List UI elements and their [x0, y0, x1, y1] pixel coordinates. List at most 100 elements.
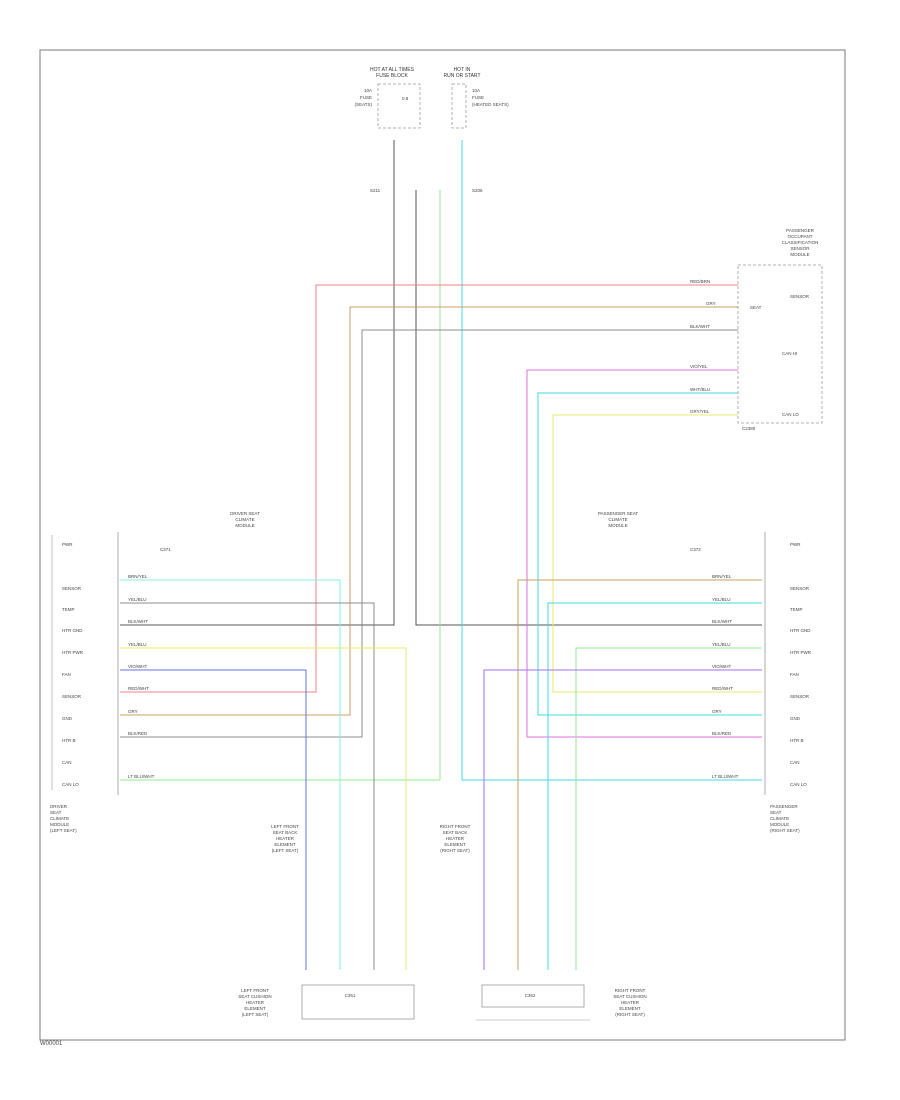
right-seat-line-4: ELEMENT [619, 1006, 641, 1011]
wire-group-occupant [120, 284, 762, 738]
left-wire-label-4: YEL/BLU [128, 642, 147, 647]
occupant-pin-2: SEAT [750, 305, 762, 310]
right-wire-labels: BRN/YEL YEL/BLU BLK/WHT YEL/BLU VIO/WHT … [712, 574, 739, 779]
occupant-title-4: SENSOR [790, 246, 810, 251]
right-seat-element: C352 RIGHT FRONT SEAT CUSHION HEATER ELE… [476, 984, 647, 1021]
occupant-conn: C2380 [742, 426, 756, 431]
right-wire-label-5: VIO/WHT [712, 664, 731, 669]
left-seat-element: C351 LEFT FRONT SEAT CUSHION HEATER ELEM… [238, 984, 415, 1020]
passenger-bottom-3: CLIMATE [770, 816, 789, 821]
hot-fuse-box: HOT AT ALL TIMES FUSE BLOCK 10A FUSE (SE… [355, 67, 421, 129]
left-wire-label-8: BLK/RED [128, 731, 148, 736]
wire-cyan-right [547, 602, 762, 970]
right-seat-box-label: C352 [525, 993, 536, 998]
driver-module: DRIVER SEAT CLIMATE MODULE PWR SENSOR TE… [50, 511, 260, 833]
hot-fuse-title-2: FUSE BLOCK [376, 73, 408, 79]
occ-wire-label-1: RED/BRN [690, 279, 710, 284]
left-wire-label-6: RED/WHT [128, 686, 149, 691]
hot-run-box: HOT IN RUN OR START 10A FUSE (HEATED SEA… [443, 67, 509, 129]
driver-side-5: HTR PWR [62, 650, 84, 655]
passenger-side-2: SENSOR [790, 586, 810, 591]
driver-side-8: GND [62, 716, 73, 721]
hot-run-detail-2: FUSE [472, 95, 484, 100]
left-wire-label-9: LT BLU/WHT [128, 774, 155, 779]
left-wire-label-2: YEL/BLU [128, 597, 147, 602]
wire-group-left-seat [120, 579, 407, 970]
occ-wire-label-6: GRY/YEL [690, 409, 710, 414]
wire-red [120, 284, 738, 693]
left-seat-line-1: LEFT FRONT [241, 988, 269, 993]
left-backrest-line-1: LEFT FRONT [271, 824, 299, 829]
left-seat-line-5: (LEFT SEAT) [242, 1012, 269, 1017]
right-seat-line-3: HEATER [621, 1000, 640, 1005]
passenger-conn: C372 [690, 547, 701, 552]
occupant-title-1: PASSENGER [786, 228, 814, 233]
right-wire-label-4: YEL/BLU [712, 642, 731, 647]
occ-wire-label-5: WHT/BLU [690, 387, 710, 392]
occ-wire-label-3: BLK/WHT [690, 324, 710, 329]
passenger-side-6: FAN [790, 672, 799, 677]
right-wire-label-9: LT BLU/WHT [712, 774, 739, 779]
occupant-module: PASSENGER OCCUPANT CLASSIFICATION SENSOR… [737, 228, 823, 431]
occupant-pin-1: SENSOR [790, 294, 810, 299]
driver-side-7: SENSOR [62, 694, 82, 699]
wire-blue-left [120, 669, 307, 970]
occupant-title-3: CLASSIFICATION [782, 240, 819, 245]
driver-bottom-5: (LEFT SEAT) [50, 828, 77, 833]
driver-title-3: MODULE [235, 523, 254, 528]
wire-cyan-trunk [461, 140, 762, 781]
left-wire-label-7: GRY [128, 709, 138, 714]
hot-run-title-2: RUN OR START [443, 73, 480, 79]
left-backrest-line-3: HEATER [276, 836, 295, 841]
wire-green-right [575, 647, 762, 970]
driver-bottom-4: MODULE [50, 822, 69, 827]
wire-cyan-occ [537, 392, 762, 716]
passenger-side-7: SENSOR [790, 694, 810, 699]
passenger-title-1: PASSENGER SEAT [598, 511, 639, 516]
left-seat-line-2: SEAT CUSHION [238, 994, 271, 999]
right-backrest-line-5: (RIGHT SEAT) [440, 848, 470, 853]
passenger-side-5: HTR PWR [790, 650, 812, 655]
passenger-bottom-5: (RIGHT SEAT) [770, 828, 800, 833]
hot-run-detail-1: 10A [472, 88, 480, 93]
passenger-side-3: TEMP [790, 607, 803, 612]
passenger-bottom-1: PASSENGER [770, 804, 798, 809]
left-seat-line-3: HEATER [246, 1000, 265, 1005]
hot-fuse-detail-2: FUSE [360, 95, 372, 100]
wire-gray [120, 329, 738, 738]
driver-side-10: CAN [62, 760, 72, 765]
driver-side-1: PWR [62, 542, 73, 547]
passenger-bottom-2: SEAT [770, 810, 782, 815]
right-backrest-line-3: HEATER [446, 836, 465, 841]
splice-label-right: S206 [472, 188, 483, 193]
wire-tan-right [517, 579, 762, 970]
right-backrest-line-2: SEAT BACK [443, 830, 468, 835]
right-backrest-line-1: RIGHT FRONT [440, 824, 471, 829]
hot-fuse-detail-3: (SEATS) [355, 102, 373, 107]
driver-title-1: DRIVER SEAT [230, 511, 260, 516]
left-wire-label-1: BRN/YEL [128, 574, 148, 579]
right-wire-label-8: BLK/RED [712, 731, 732, 736]
driver-side-4: HTR GND [62, 628, 83, 633]
right-backrest-line-4: ELEMENT [444, 842, 466, 847]
passenger-module: PASSENGER SEAT CLIMATE MODULE PWR SENSOR… [598, 511, 812, 833]
wire-gray-left [120, 602, 375, 970]
left-backrest-line-4: ELEMENT [274, 842, 296, 847]
left-backrest-line-5: (LEFT SEAT) [272, 848, 299, 853]
right-seat-line-1: RIGHT FRONT [615, 988, 646, 993]
wire-cyan-left [120, 579, 341, 970]
wire-group-right-seat [483, 579, 762, 970]
wire-yellow-left [120, 647, 407, 970]
occupant-title-2: OCCUPANT [788, 234, 813, 239]
wire-group-trunks [120, 140, 762, 781]
passenger-side-9: HTR B [790, 738, 804, 743]
diagram-frame [39, 49, 846, 1041]
passenger-title-3: MODULE [608, 523, 627, 528]
left-wire-label-5: VIO/WHT [128, 664, 147, 669]
driver-side-2: SENSOR [62, 586, 82, 591]
wire-green-trunk [120, 190, 441, 781]
driver-bottom-2: SEAT [50, 810, 62, 815]
splice-label-left: S211 [370, 188, 381, 193]
hot-run-title-1: HOT IN [454, 67, 471, 73]
